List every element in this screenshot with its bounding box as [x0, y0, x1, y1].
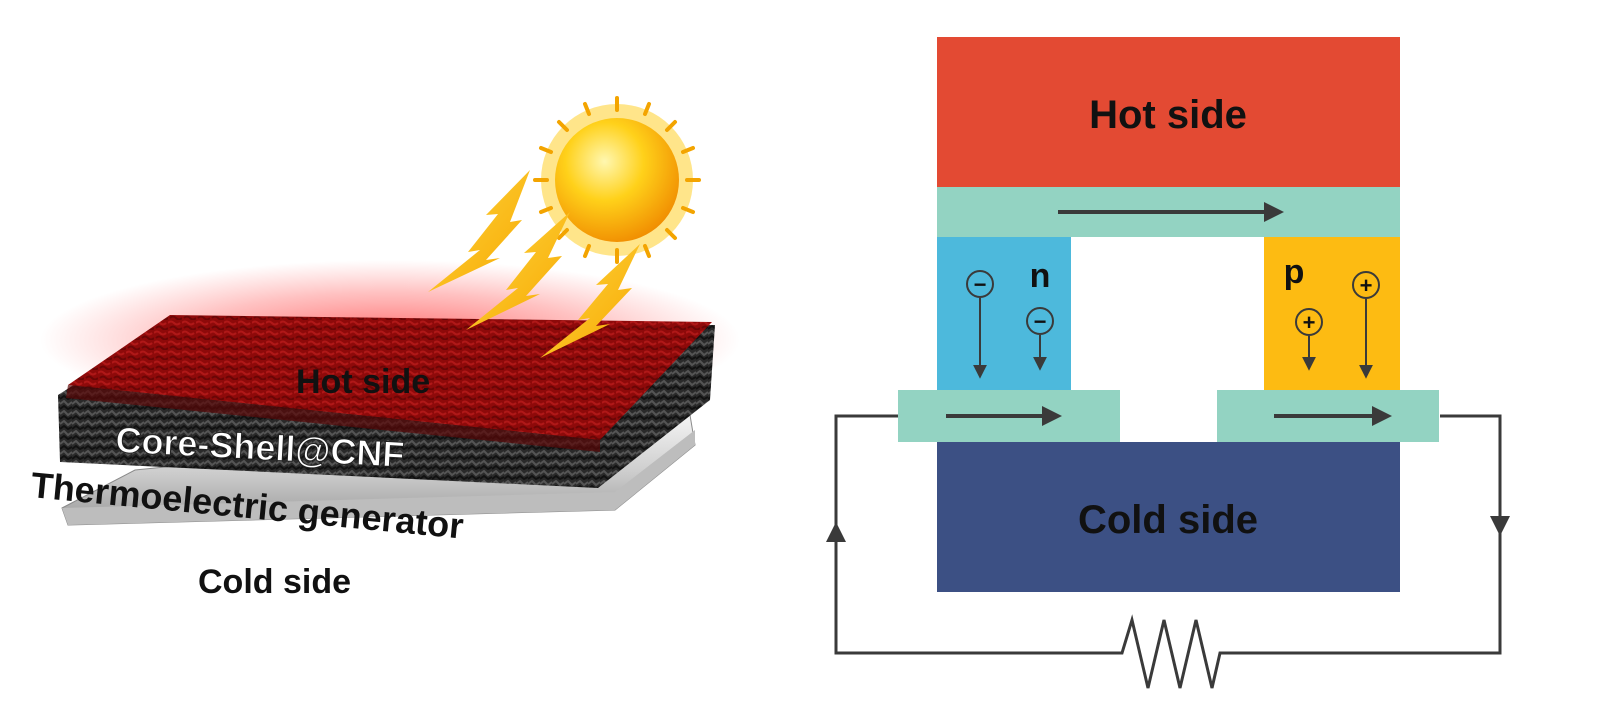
circuit-wire — [834, 414, 1502, 689]
cold-side-block — [937, 442, 1400, 592]
left-panel: Hot side Core-Shell@CNF Thermoelectric g… — [29, 96, 740, 601]
light-bolt-icon — [466, 212, 570, 330]
right-hot-side-label: Hot side — [1089, 93, 1247, 137]
hot-side-block — [937, 37, 1400, 187]
left-cold-side-label: Cold side — [198, 563, 351, 601]
electron-icon: − — [1026, 307, 1054, 371]
hole-icon: + — [1352, 271, 1380, 379]
right-cold-side-label: Cold side — [1078, 498, 1258, 542]
svg-text:+: + — [1360, 273, 1373, 298]
hole-icon: + — [1295, 308, 1323, 371]
right-panel: Hot side n − − p + + — [826, 37, 1510, 689]
circuit-arrow-up — [826, 522, 846, 542]
p-type-leg — [1264, 237, 1400, 390]
left-hot-side-label: Hot side — [296, 363, 430, 401]
light-bolt-icon — [540, 244, 640, 358]
light-bolt-icons — [428, 170, 640, 358]
n-type-leg — [937, 237, 1071, 390]
circuit-arrow-down — [1490, 516, 1510, 536]
sun-icon — [533, 96, 701, 264]
p-leg-label: p — [1284, 253, 1305, 291]
svg-text:+: + — [1303, 310, 1316, 335]
n-leg-label: n — [1030, 257, 1051, 295]
light-bolt-icon — [428, 170, 530, 292]
svg-text:−: − — [1034, 309, 1047, 334]
electron-icon: − — [966, 270, 994, 379]
svg-text:−: − — [974, 272, 987, 297]
absorber-surface — [66, 315, 712, 452]
